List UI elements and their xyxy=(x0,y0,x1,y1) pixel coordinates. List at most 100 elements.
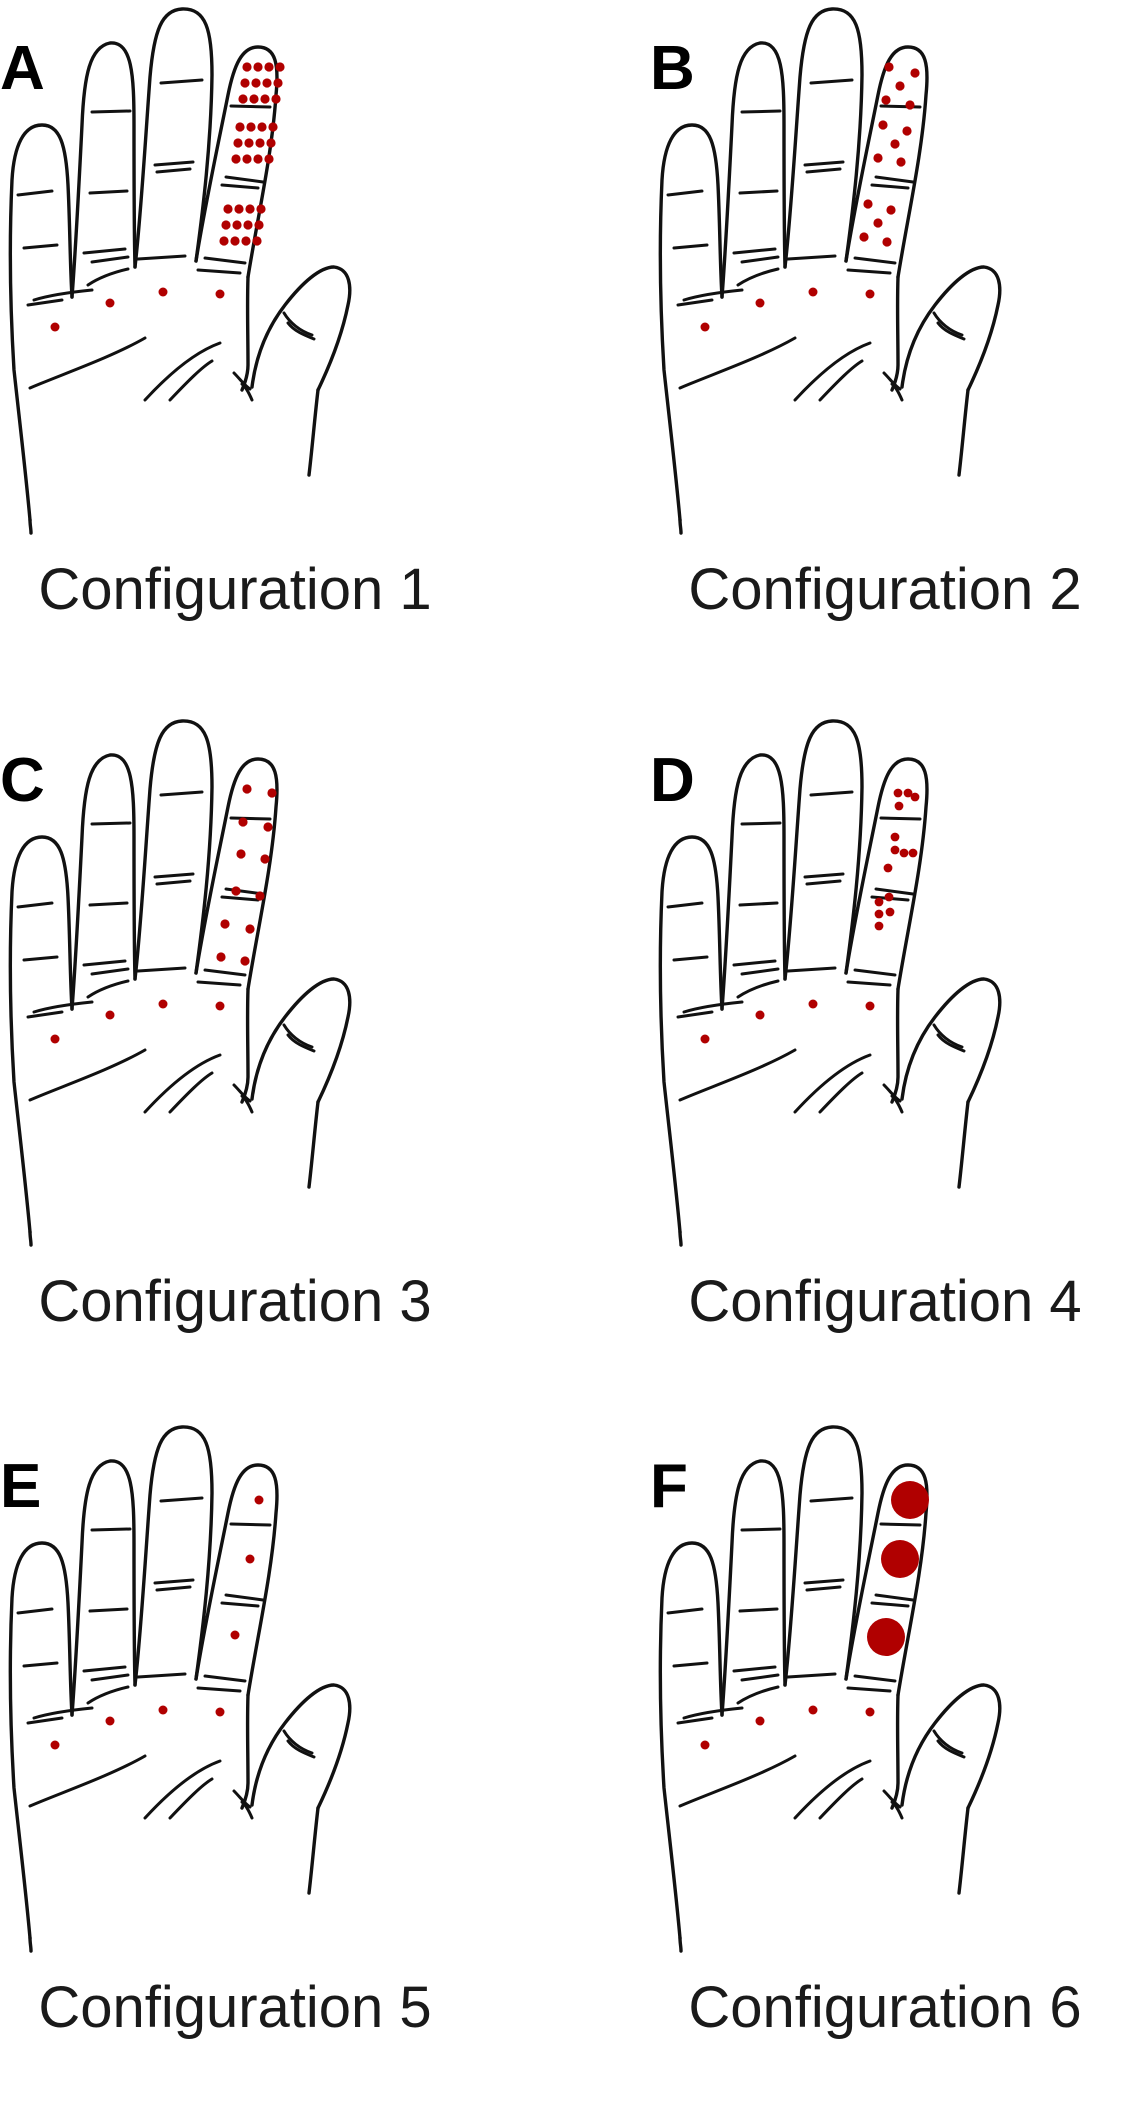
skin-crease-line xyxy=(890,1094,904,1114)
palm-electrode-dot xyxy=(808,999,818,1009)
skin-crease-line xyxy=(224,175,265,184)
hand-outline-path xyxy=(658,1541,724,1940)
skin-crease-line xyxy=(90,255,130,264)
skin-crease-line xyxy=(736,267,780,287)
skin-crease-line xyxy=(136,1672,187,1679)
skin-crease-line xyxy=(88,189,129,195)
palm-electrode-dot xyxy=(865,289,875,299)
hand-outline-path xyxy=(783,7,864,269)
hand-outline-path xyxy=(250,1683,352,1810)
skin-crease-line xyxy=(32,1706,94,1720)
palm-electrode-dot xyxy=(808,287,818,297)
skin-crease-line xyxy=(732,247,777,255)
skin-crease-line xyxy=(882,1083,902,1103)
finger-electrode-dot xyxy=(874,909,884,919)
palm-electrode-dot xyxy=(105,298,115,308)
skin-crease-line xyxy=(786,966,837,973)
skin-crease-line xyxy=(740,967,780,976)
skin-crease-line xyxy=(793,341,872,402)
skin-crease-line xyxy=(232,1083,252,1103)
skin-crease-line xyxy=(196,268,242,275)
finger-electrode-dot xyxy=(223,204,233,214)
skin-crease-line xyxy=(203,1674,247,1683)
palm-electrode-dot xyxy=(215,1001,225,1011)
skin-crease-line xyxy=(678,1048,797,1102)
skin-crease-line xyxy=(28,1048,147,1102)
hand-outline-path xyxy=(307,388,320,477)
panel-caption: Configuration 2 xyxy=(688,557,1082,622)
hand-drawing xyxy=(8,7,352,535)
hand-outline-path xyxy=(240,1693,250,1810)
skin-crease-line xyxy=(32,288,94,302)
panel-f: F Configuration 6 xyxy=(650,1418,1123,2113)
finger-electrode-dot xyxy=(245,924,255,934)
finger-electrode-dot xyxy=(890,845,900,855)
skin-crease-line xyxy=(136,254,187,261)
skin-crease-line xyxy=(803,1578,845,1585)
finger-electrode-dot xyxy=(253,62,263,72)
finger-electrode-dot xyxy=(252,236,262,246)
hand-outline-path xyxy=(194,1463,279,1697)
finger-electrode-dot xyxy=(903,788,913,798)
skin-crease-line xyxy=(890,382,904,402)
hand-outline-path xyxy=(890,1693,900,1810)
skin-crease-line xyxy=(793,1759,872,1820)
finger-electrode-dot xyxy=(894,801,904,811)
finger-electrode-dot xyxy=(238,817,248,827)
finger-electrode-dot xyxy=(234,204,244,214)
skin-crease-line xyxy=(90,1673,130,1682)
skin-crease-line xyxy=(82,247,127,255)
finger-electrode-dot xyxy=(895,81,905,91)
finger-electrode-dot xyxy=(216,952,226,962)
palm-electrode-dot xyxy=(158,287,168,297)
finger-electrode-dot xyxy=(242,154,252,164)
finger-electrode-dot xyxy=(275,62,285,72)
hand-drawing xyxy=(658,1425,1002,1953)
skin-crease-line xyxy=(738,189,779,195)
palm-electrode-dot xyxy=(865,1707,875,1717)
finger-electrode-dot xyxy=(867,1618,905,1656)
skin-crease-line xyxy=(818,1777,864,1820)
skin-crease-line xyxy=(82,959,127,967)
skin-crease-line xyxy=(220,895,260,902)
skin-crease-line xyxy=(678,336,797,390)
skin-crease-line xyxy=(793,1053,872,1114)
finger-electrode-dot xyxy=(873,153,883,163)
palm-electrode-dot xyxy=(50,1740,60,1750)
panel-caption: Configuration 5 xyxy=(38,1975,432,2040)
skin-crease-line xyxy=(220,1601,260,1608)
skin-crease-line xyxy=(153,1578,195,1585)
finger-electrode-dot xyxy=(231,154,241,164)
hand-outline-path xyxy=(658,123,724,522)
palm-electrode-dot xyxy=(105,1010,115,1020)
skin-crease-line xyxy=(282,1023,314,1049)
finger-electrode-dot xyxy=(884,62,894,72)
skin-crease-line xyxy=(86,267,130,287)
finger-electrode-dot xyxy=(268,122,278,132)
skin-crease-line xyxy=(286,321,316,341)
finger-electrode-dot xyxy=(238,94,248,104)
skin-crease-line xyxy=(159,78,204,85)
skin-crease-line xyxy=(159,1496,204,1503)
hand-drawing xyxy=(8,1425,352,1953)
hand-outline-path xyxy=(844,1463,929,1697)
hand-outline-path xyxy=(900,1683,1002,1810)
skin-crease-line xyxy=(90,967,130,976)
skin-crease-line xyxy=(26,298,64,307)
finger-electrode-dot xyxy=(240,78,250,88)
skin-crease-line xyxy=(874,887,915,896)
finger-electrode-dot xyxy=(243,220,253,230)
skin-crease-line xyxy=(22,243,59,250)
skin-crease-line xyxy=(890,1800,904,1820)
finger-electrode-dot xyxy=(230,1630,240,1640)
finger-electrode-dot xyxy=(271,94,281,104)
palm-electrode-dot xyxy=(50,322,60,332)
finger-electrode-dot xyxy=(264,154,274,164)
hand-outline-path xyxy=(8,1541,74,1940)
hand-outline-path xyxy=(70,1459,137,1717)
hand-outline-path xyxy=(844,757,929,991)
skin-crease-line xyxy=(143,1053,222,1114)
finger-electrode-dot xyxy=(256,204,266,214)
panel-letter: C xyxy=(0,746,45,815)
skin-crease-line xyxy=(203,968,247,977)
